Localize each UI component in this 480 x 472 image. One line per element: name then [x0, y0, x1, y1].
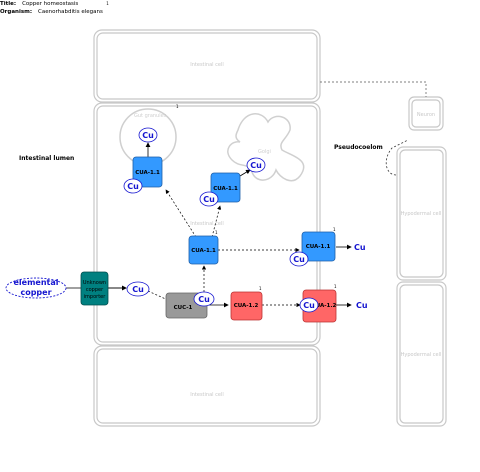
intestinal-cell-top-label: Intestinal cell [190, 62, 223, 68]
title-line: Title: Copper homeostasis 1 [0, 1, 109, 7]
cu-after-importer-label: Cu [132, 285, 144, 294]
cuc-1-label: CUC-1 [174, 305, 193, 311]
edges [66, 142, 352, 308]
intestinal-cell-middle-label: Intestinal cell [190, 221, 223, 227]
cua-1-2-a-marker: 1 [259, 286, 262, 291]
cu-on-gut[interactable]: Cu [123, 178, 143, 194]
edge-golgi-to-cu [239, 169, 251, 177]
cu-in-gut-granule-label: Cu [142, 131, 154, 140]
cua-1-1-basolateral-node[interactable]: CUA-1.1 1 [301, 227, 336, 262]
importer-line1: Unknown [83, 280, 106, 286]
intestinal-cell-top: Intestinal cell [93, 29, 321, 103]
importer-line3: importer [84, 294, 107, 300]
gut-granules-label: Gut granules [134, 113, 167, 119]
organism-line: Organism: Caenorhabditis elegans [0, 9, 103, 15]
cua-1-1-basolateral-label: CUA-1.1 [306, 244, 331, 250]
organism-value: Caenorhabditis elegans [38, 9, 103, 15]
cu-after-importer[interactable]: Cu [126, 281, 150, 297]
cua-1-1-center-label: CUA-1.1 [191, 248, 216, 254]
elemental-copper-line2: copper [20, 288, 51, 297]
hypodermis-connector [385, 139, 409, 176]
cua-1-1-gut-label: CUA-1.1 [135, 170, 160, 176]
cu-on-cuc-label: Cu [198, 295, 210, 304]
elemental-copper-node[interactable]: elemental copper [5, 277, 67, 299]
title-marker: 1 [106, 1, 109, 6]
hypodermal-cell-1-label: Hypodermal cell [401, 211, 442, 217]
neuron-label: Neuron [417, 112, 435, 118]
golgi-label: Golgi [258, 149, 271, 155]
cua-1-1-center-node[interactable]: CUA-1.1 1 [188, 230, 219, 265]
gut-marker: 1 [176, 104, 179, 109]
cu-on-basolateral[interactable]: Cu [289, 251, 309, 267]
cu-on-golgi[interactable]: Cu [199, 191, 219, 207]
cua-1-1-golgi-node[interactable]: CUA-1.1 [210, 172, 241, 203]
neuron-connector [320, 81, 427, 97]
cu-on-golgi-label: Cu [203, 195, 215, 204]
cua-1-1-golgi-label: CUA-1.1 [213, 186, 238, 192]
cu-on-gut-label: Cu [127, 182, 139, 191]
cu-on-cua-1-2-b[interactable]: Cu [299, 297, 319, 313]
title-value: Copper homeostasis [22, 1, 79, 7]
basolateral-marker: 1 [333, 227, 336, 232]
cua-1-2-b-marker: 1 [334, 284, 337, 289]
neuron-cell: Neuron [408, 96, 444, 131]
cu-in-gut-granule[interactable]: Cu [138, 127, 158, 143]
center-marker: 1 [215, 230, 218, 235]
intestinal-cell-middle: Intestinal cell [93, 102, 321, 346]
title-label: Title: [0, 1, 17, 7]
edge-center-to-golgi [211, 205, 222, 238]
cu-in-golgi[interactable]: Cu [246, 157, 266, 173]
hypodermal-cell-2-label: Hypodermal cell [401, 352, 442, 358]
edge-center-to-gut [165, 189, 197, 238]
importer-line2: copper [86, 287, 104, 293]
unknown-copper-importer-node[interactable]: Unknown copper importer [80, 271, 109, 306]
elemental-copper-line1: elemental [13, 278, 58, 287]
cu-on-cuc[interactable]: Cu [193, 291, 215, 307]
cua-1-2-a-label: CUA-1.2 [234, 303, 259, 309]
intestinal-cell-bottom: Intestinal cell [93, 345, 321, 427]
intestinal-cell-bottom-label: Intestinal cell [190, 392, 223, 398]
cu-on-basolateral-label: Cu [293, 255, 305, 264]
cu-in-golgi-label: Cu [250, 161, 262, 170]
intestinal-lumen-label: Intestinal lumen [19, 155, 74, 162]
pseudocoelom-label: Pseudocoelom [334, 144, 383, 151]
cu-output-apical: Cu [356, 301, 368, 310]
golgi-compartment: Golgi [227, 113, 305, 182]
cua-1-1-gut-node[interactable]: CUA-1.1 [132, 156, 163, 188]
cua-1-2-b-label: CUA-1.2 [312, 303, 337, 309]
cu-on-cua-1-2-b-label: Cu [303, 301, 315, 310]
organism-label: Organism: [0, 9, 33, 15]
cua-1-2-node-a[interactable]: CUA-1.2 1 [230, 286, 263, 321]
hypodermal-cell-1: Hypodermal cell [396, 146, 447, 281]
cu-output-basolateral: Cu [354, 243, 366, 252]
hypodermal-cell-2: Hypodermal cell [396, 281, 447, 427]
